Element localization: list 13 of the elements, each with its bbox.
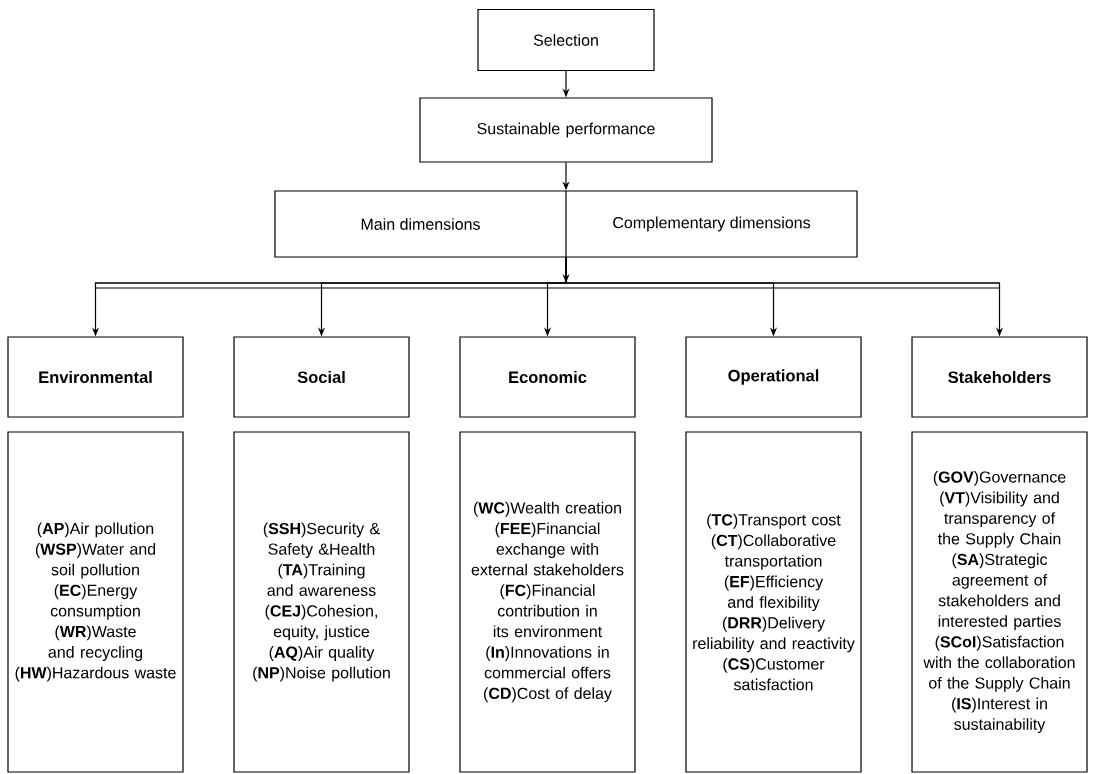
- indicator-box: (GOV)Governance (VT)Visibility and transparency of the Supply Chain (SA)Strategic agreement of stakeholders and interested parties (SCoI)Satisfaction with the collaboration of the Supply Chain (IS)Interest in sustainability: [911, 431, 1088, 773]
- category-box: Stakeholders: [911, 336, 1088, 418]
- process-box: Selection: [477, 8, 655, 72]
- category-box: Environmental: [7, 336, 184, 418]
- indicator-box: (SSH)Security & Safety &Health (TA)Training and awareness (CEJ)Cohesion, equity, justice (AQ)Air quality (NP)Noise pollution: [233, 431, 410, 773]
- category-box: Economic: [459, 336, 636, 418]
- dimensions-box: Main dimensions Complementary dimensions: [274, 190, 858, 258]
- indicator-box: (WC)Wealth creation (FEE)Financial exchange with external stakeholders (FC)Financial contribution in its environment (In)Innovations in commercial offers (CD)Cost of delay: [459, 431, 636, 773]
- category-box: Operational: [685, 336, 862, 418]
- indicator-box: (TC)Transport cost (CT)Collaborative transportation (EF)Efficiency and flexibility (DRR)Delivery reliability and reactivity (CS)Customer satisfaction: [685, 431, 862, 773]
- category-box: Social: [233, 336, 410, 418]
- process-box: Sustainable performance: [419, 97, 713, 163]
- indicator-box: (AP)Air pollution (WSP)Water and soil pollution (EC)Energy consumption (WR)Waste and recycling (HW)Hazardous waste: [7, 431, 184, 773]
